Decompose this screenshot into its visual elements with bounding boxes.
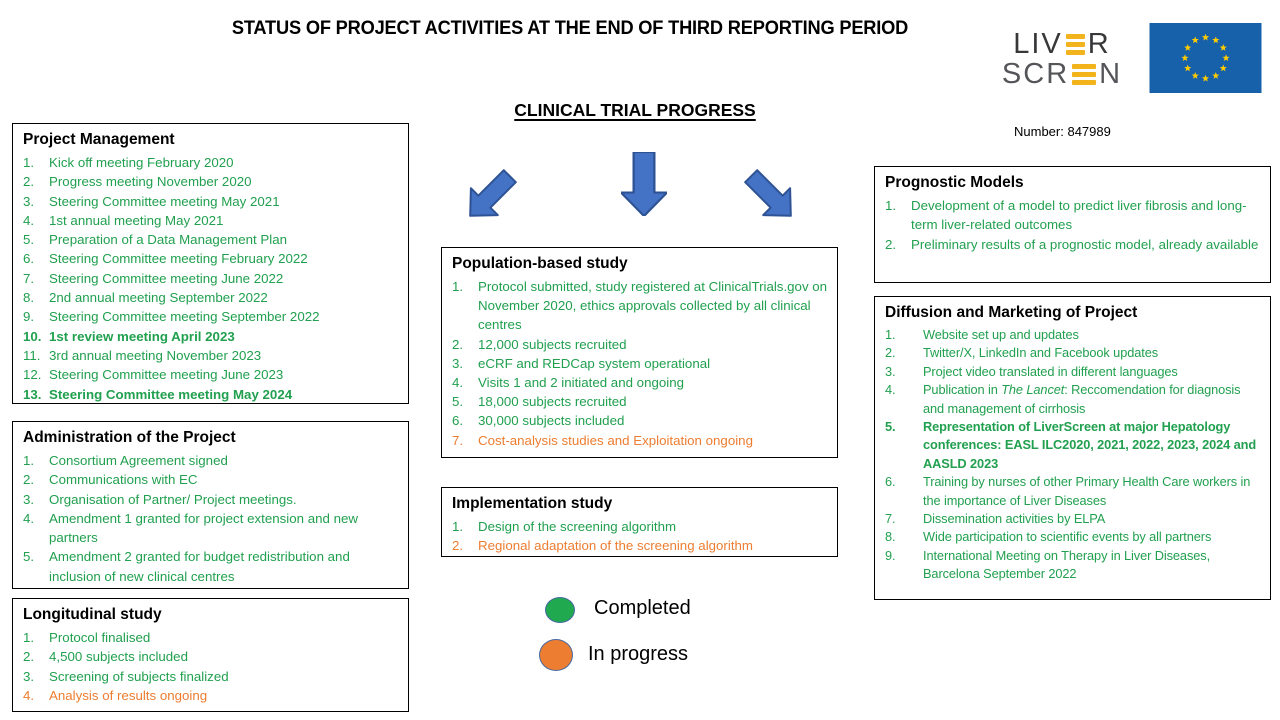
box-items: 1.Development of a model to predict live… (883, 196, 1262, 254)
list-item: 12.Steering Committee meeting June 2023 (23, 367, 284, 383)
box-project-management: Project Management 1.Kick off meeting Fe… (12, 123, 409, 404)
box-items: 1.Kick off meeting February 2020 2.Progre… (21, 153, 400, 404)
list-item: 3.Project video translated in different … (885, 363, 1178, 379)
box-title: Prognostic Models (885, 174, 1024, 191)
box-population-based-study: Population-based study 1.Protocol submit… (441, 247, 838, 458)
liverscreen-logo: LIV R SCR N (1000, 12, 1124, 106)
list-item: 6.Steering Committee meeting February 20… (23, 251, 308, 267)
logo-text: SCR (1001, 58, 1070, 90)
list-item: 13.Steering Committee meeting May 2024 (23, 386, 293, 402)
box-administration: Administration of the Project 1.Consorti… (12, 421, 409, 589)
box-items: 1.Protocol finalised 2.4,500 subjects inc… (21, 628, 400, 705)
box-diffusion-marketing: Diffusion and Marketing of Project 1.Web… (874, 296, 1271, 600)
list-item: 3.eCRF and REDCap system operational (452, 355, 711, 371)
list-item: 5.Preparation of a Data Management Plan (23, 232, 288, 248)
list-item: 4.Visits 1 and 2 initiated and ongoing (452, 375, 685, 391)
box-items: 1.Design of the screening algorithm 2.Reg… (450, 517, 829, 556)
list-item: 11.3rd annual meeting November 2023 (23, 347, 262, 363)
box-longitudinal-study: Longitudinal study 1.Protocol finalised 2… (12, 598, 409, 712)
box-prognostic-models: Prognostic Models 1.Development of a mod… (874, 166, 1271, 283)
list-item: 2.Progress meeting November 2020 (23, 174, 252, 190)
list-item: 1.Protocol finalised (23, 630, 151, 645)
box-implementation-study: Implementation study 1.Design of the scr… (441, 487, 838, 557)
box-title: Population-based study (452, 255, 628, 272)
page-title: STATUS OF PROJECT ACTIVITIES AT THE END … (231, 18, 909, 39)
legend-inprogress-label: In progress (588, 643, 689, 665)
section-heading: CLINICAL TRIAL PROGRESS (514, 100, 756, 120)
box-items: 1.Protocol submitted, study registered a… (450, 277, 829, 450)
list-item: 1.Design of the screening algorithm (452, 519, 677, 534)
box-title: Diffusion and Marketing of Project (885, 304, 1138, 321)
grant-number: Number: 847989 (1014, 124, 1111, 139)
box-title: Administration of the Project (23, 429, 236, 446)
list-item: 1.Kick off meeting February 2020 (23, 155, 234, 170)
list-item: 8.2nd annual meeting September 2022 (23, 290, 268, 306)
list-item: 4.1st annual meeting May 2021 (23, 212, 224, 228)
list-item: 2.4,500 subjects included (23, 649, 188, 665)
arrow-down-icon (621, 152, 667, 216)
list-item: 1.Protocol submitted, study registered a… (452, 279, 828, 333)
box-title: Project Management (23, 131, 175, 148)
list-item: 4.Publication in The Lancet: Reccomendat… (885, 382, 1241, 416)
logo-line-1: LIV R (1013, 29, 1110, 59)
arrow-down-left-icon (469, 169, 517, 217)
list-item: 2.Preliminary results of a prognostic mo… (885, 236, 1259, 252)
list-item: 6.30,000 subjects included (452, 413, 625, 429)
legend-inprogress-swatch (539, 639, 573, 671)
list-item: 2.Communications with EC (23, 472, 198, 488)
list-item: 7.Dissemination activities by ELPA (885, 511, 1106, 527)
box-title: Implementation study (452, 495, 613, 512)
list-item: 10.1st review meeting April 2023 (23, 328, 235, 344)
list-item: 5.Amendment 2 granted for budget redistr… (23, 549, 350, 584)
box-items: 1.Consortium Agreement signed 2.Communica… (21, 451, 400, 586)
list-item: 1.Development of a model to predict live… (885, 198, 1247, 233)
list-item: 6.Training by nurses of other Primary He… (885, 474, 1251, 508)
box-title: Longitudinal study (23, 606, 162, 623)
list-item: 3.Organisation of Partner/ Project meeti… (23, 491, 297, 507)
list-item: 4.Analysis of results ongoing (23, 687, 208, 703)
list-item: 9.Steering Committee meeting September 2… (23, 309, 320, 325)
list-item: 5.Representation of LiverScreen at major… (885, 419, 1257, 471)
list-item: 4.Amendment 1 granted for project extens… (23, 510, 358, 546)
legend-completed-swatch (545, 597, 575, 623)
list-item: 8.Wide participation to scientific event… (885, 529, 1212, 545)
list-item: 3.Steering Committee meeting May 2021 (23, 193, 280, 209)
logo-text: R (1087, 28, 1111, 60)
list-item: 1.Website set up and updates (885, 327, 1079, 342)
eu-flag-icon (1149, 23, 1262, 93)
list-item: 7.Steering Committee meeting June 2022 (23, 270, 284, 286)
logo-e-bars-icon (1072, 63, 1097, 85)
list-item: 5.18,000 subjects recruited (452, 394, 627, 410)
list-item: 3.Screening of subjects finalized (23, 668, 229, 684)
arrow-down-right-icon (744, 169, 792, 217)
logo-text: LIV (1013, 28, 1063, 60)
box-items: 1.Website set up and updates 2.Twitter/X,… (883, 326, 1262, 584)
list-item: 7.Cost-analysis studies and Exploitation… (452, 432, 753, 448)
legend-completed-label: Completed (594, 597, 691, 619)
list-item: 2.Regional adaptation of the screening a… (452, 538, 753, 554)
list-item: 1.Consortium Agreement signed (23, 453, 228, 468)
list-item: 9.International Meeting on Therapy in Li… (885, 547, 1211, 582)
logo-text: N (1099, 58, 1123, 90)
logo-line-2: SCR N (1002, 59, 1122, 89)
list-item: 2.12,000 subjects recruited (452, 336, 627, 352)
list-item: 2.Twitter/X, LinkedIn and Facebook updat… (885, 345, 1159, 361)
logo-e-bars-icon (1065, 33, 1085, 55)
